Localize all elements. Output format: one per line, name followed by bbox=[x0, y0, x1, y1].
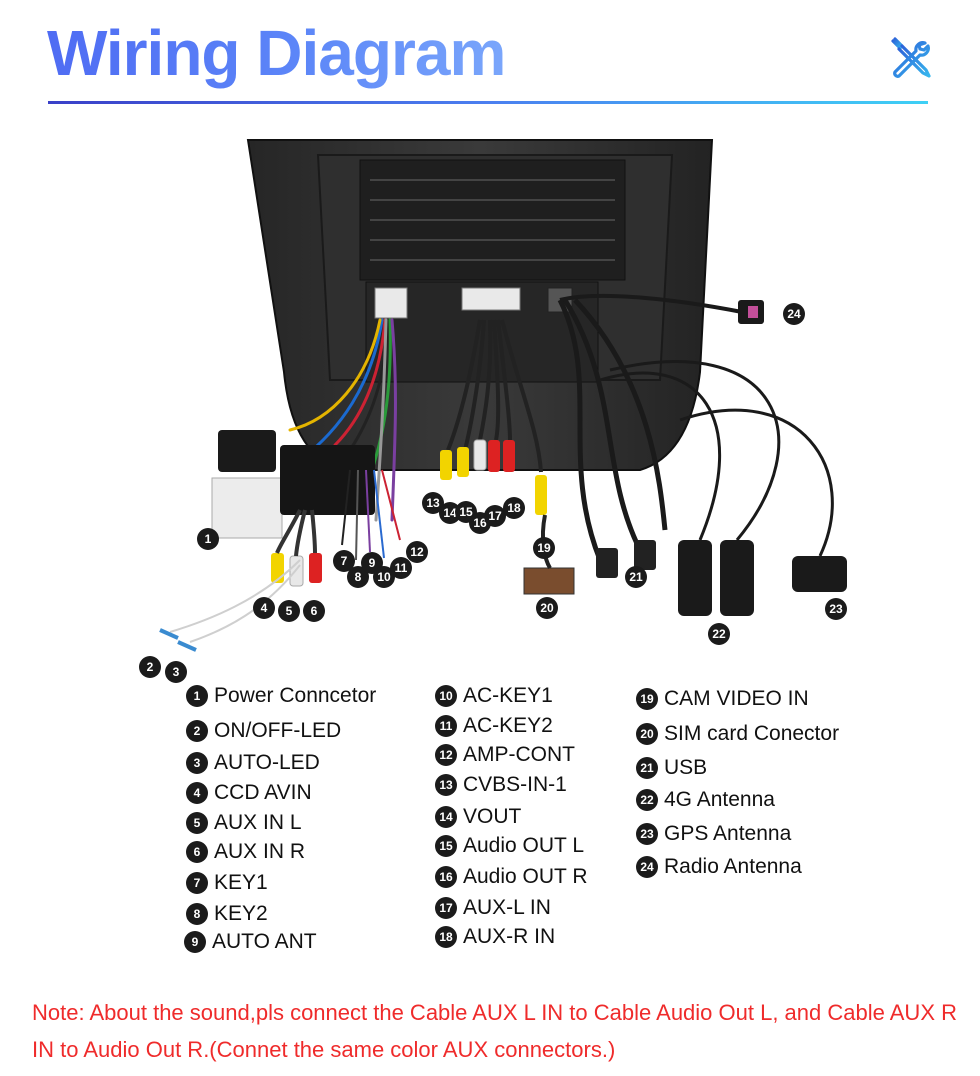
legend-item: 15 Audio OUT L bbox=[435, 834, 584, 858]
legend-item: 24 Radio Antenna bbox=[636, 855, 802, 879]
legend-label: AUTO-LED bbox=[214, 751, 320, 774]
legend-item: 12 AMP-CONT bbox=[435, 743, 575, 767]
legend-number: 17 bbox=[435, 897, 457, 919]
callout-6: 6 bbox=[303, 600, 325, 622]
callout-18: 18 bbox=[503, 497, 525, 519]
legend-number: 7 bbox=[186, 872, 208, 894]
legend-number: 15 bbox=[435, 835, 457, 857]
callout-1: 1 bbox=[197, 528, 219, 550]
legend-number: 2 bbox=[186, 720, 208, 742]
legend-item: 11 AC-KEY2 bbox=[435, 714, 553, 738]
legend-number: 1 bbox=[186, 685, 208, 707]
legend-label: Radio Antenna bbox=[664, 855, 802, 878]
callout-22: 22 bbox=[708, 623, 730, 645]
legend-label: AC-KEY2 bbox=[463, 714, 553, 737]
legend-item: 4 CCD AVIN bbox=[186, 781, 312, 805]
legend-label: AUX IN R bbox=[214, 840, 306, 863]
callout-7: 7 bbox=[333, 550, 355, 572]
legend-label: VOUT bbox=[463, 805, 522, 828]
legend-label: Audio OUT R bbox=[463, 865, 588, 888]
callout-5: 5 bbox=[278, 600, 300, 622]
legend-item: 8 KEY2 bbox=[186, 902, 268, 926]
legend-number: 12 bbox=[435, 744, 457, 766]
legend-item: 6 AUX IN R bbox=[186, 840, 305, 864]
callout-23: 23 bbox=[825, 598, 847, 620]
legend-item: 9 AUTO ANT bbox=[184, 930, 317, 954]
legend-number: 24 bbox=[636, 856, 658, 878]
legend-item: 13 CVBS-IN-1 bbox=[435, 773, 567, 797]
legend-label: Audio OUT L bbox=[463, 834, 585, 857]
legend-number: 16 bbox=[435, 866, 457, 888]
legend-number: 3 bbox=[186, 752, 208, 774]
legend-number: 21 bbox=[636, 757, 658, 779]
legend-label: KEY1 bbox=[214, 871, 268, 894]
callout-4: 4 bbox=[253, 597, 275, 619]
legend-item: 17 AUX-L IN bbox=[435, 896, 551, 920]
legend-item: 21 USB bbox=[636, 756, 707, 780]
legend-number: 23 bbox=[636, 823, 658, 845]
legend-number: 8 bbox=[186, 903, 208, 925]
legend-number: 4 bbox=[186, 782, 208, 804]
legend-label: CAM VIDEO IN bbox=[664, 687, 809, 710]
legend-label: AUX IN L bbox=[214, 811, 302, 834]
callout-24: 24 bbox=[783, 303, 805, 325]
callout-20: 20 bbox=[536, 597, 558, 619]
legend-number: 5 bbox=[186, 812, 208, 834]
legend-item: 1 Power Conncetor bbox=[186, 684, 376, 708]
legend-label: Power Conncetor bbox=[214, 684, 377, 707]
legend-label: CCD AVIN bbox=[214, 781, 312, 804]
page-title: Wiring Diagram bbox=[47, 10, 506, 96]
sound-note: Note: About the sound,pls connect the Ca… bbox=[32, 1000, 957, 1062]
legend-label: AUTO ANT bbox=[212, 930, 317, 953]
legend-number: 6 bbox=[186, 841, 208, 863]
legend-number: 9 bbox=[184, 931, 206, 953]
legend-label: KEY2 bbox=[214, 902, 268, 925]
legend-number: 10 bbox=[435, 685, 457, 707]
callout-13: 13 bbox=[422, 492, 444, 514]
callout-19: 19 bbox=[533, 537, 555, 559]
legend-label: SIM card Conector bbox=[664, 722, 840, 745]
head-unit-photo bbox=[159, 139, 847, 652]
legend-item: 23 GPS Antenna bbox=[636, 822, 791, 846]
legend-label: USB bbox=[664, 756, 708, 779]
legend-label: AUX-L IN bbox=[463, 896, 551, 919]
legend-label: GPS Antenna bbox=[664, 822, 792, 845]
legend-label: ON/OFF-LED bbox=[214, 719, 342, 742]
callout-10: 10 bbox=[373, 566, 395, 588]
tools-icon bbox=[891, 37, 931, 78]
callout-17: 17 bbox=[484, 505, 506, 527]
legend-label: AMP-CONT bbox=[463, 743, 575, 766]
legend-item: 5 AUX IN L bbox=[186, 811, 302, 835]
legend-item: 10 AC-KEY1 bbox=[435, 684, 553, 708]
callout-3: 3 bbox=[165, 661, 187, 683]
legend-item: 2 ON/OFF-LED bbox=[186, 719, 341, 743]
legend-item: 18 AUX-R IN bbox=[435, 925, 555, 949]
callout-8: 8 bbox=[347, 566, 369, 588]
title-divider bbox=[48, 101, 928, 104]
legend-item: 16 Audio OUT R bbox=[435, 865, 588, 889]
callout-2: 2 bbox=[139, 656, 161, 678]
legend-number: 20 bbox=[636, 723, 658, 745]
legend-number: 14 bbox=[435, 806, 457, 828]
legend-number: 13 bbox=[435, 774, 457, 796]
callout-12: 12 bbox=[406, 541, 428, 563]
legend-label: 4G Antenna bbox=[664, 788, 775, 811]
legend-label: AUX-R IN bbox=[463, 925, 556, 948]
legend-number: 19 bbox=[636, 688, 658, 710]
callout-21: 21 bbox=[625, 566, 647, 588]
legend-number: 11 bbox=[435, 715, 457, 737]
legend-label: AC-KEY1 bbox=[463, 684, 553, 707]
legend-item: 20 SIM card Conector bbox=[636, 722, 839, 746]
legend-item: 19 CAM VIDEO IN bbox=[636, 687, 809, 711]
legend-item: 3 AUTO-LED bbox=[186, 751, 320, 775]
legend-number: 22 bbox=[636, 789, 658, 811]
legend-item: 22 4G Antenna bbox=[636, 788, 775, 812]
legend-item: 7 KEY1 bbox=[186, 871, 268, 895]
legend-number: 18 bbox=[435, 926, 457, 948]
legend-label: CVBS-IN-1 bbox=[463, 773, 567, 796]
callout-11: 11 bbox=[390, 557, 412, 579]
legend-item: 14 VOUT bbox=[435, 805, 521, 829]
